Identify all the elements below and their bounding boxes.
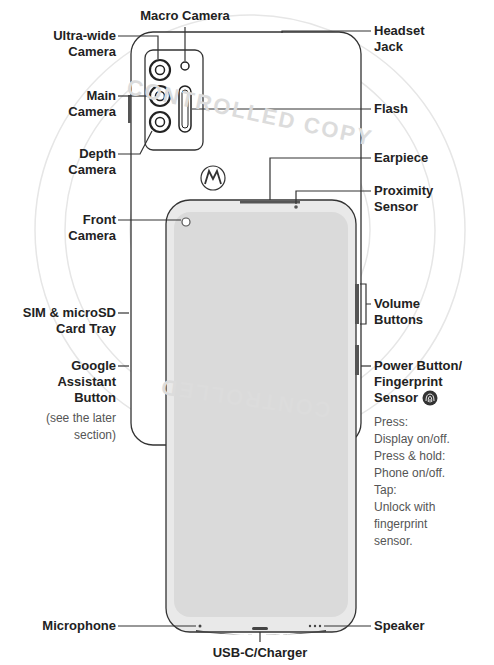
- part-label: Proximity Sensor: [374, 183, 454, 215]
- note-text: Press:: [374, 414, 486, 431]
- part-label: Microphone: [12, 618, 116, 634]
- volume-buttons: [355, 284, 359, 324]
- motorola-logo: [201, 166, 225, 190]
- part-label: Macro Camera: [125, 8, 245, 24]
- part-label: Earpiece: [374, 150, 454, 166]
- proximity-sensor: [294, 205, 298, 209]
- part-label: Ultra-wide Camera: [36, 28, 116, 60]
- part-label: Speaker: [374, 618, 454, 634]
- note-text: Unlock with fingerprint sensor.: [374, 499, 464, 550]
- part-label: Google Assistant Button: [36, 358, 116, 406]
- front-camera: [182, 218, 190, 226]
- microphone-hole: [199, 625, 202, 628]
- note-text: (see the later section): [16, 410, 116, 444]
- fingerprint-icon: [423, 391, 438, 406]
- note-text: Tap:: [374, 482, 486, 499]
- part-label: Headset Jack: [374, 23, 446, 55]
- part-label: SIM & microSD Card Tray: [10, 305, 116, 337]
- bottom-edge: [196, 630, 326, 635]
- usb-port: [252, 627, 268, 630]
- note-text: Phone on/off.: [374, 465, 486, 482]
- speaker-holes: [309, 625, 321, 627]
- part-label: Front Camera: [36, 212, 116, 244]
- part-label: Volume Buttons: [374, 296, 450, 328]
- part-label: USB-C/Charger: [195, 645, 325, 661]
- note-text: Display on/off.: [374, 431, 486, 448]
- note-text: Press & hold:: [374, 448, 486, 465]
- earpiece: [240, 201, 300, 204]
- part-label: Depth Camera: [36, 146, 116, 178]
- power-button: [355, 345, 359, 375]
- part-label: Power Button/ Fingerprint Sensor: [374, 358, 474, 406]
- part-label: Main Camera: [36, 88, 116, 120]
- part-label: Flash: [374, 101, 434, 117]
